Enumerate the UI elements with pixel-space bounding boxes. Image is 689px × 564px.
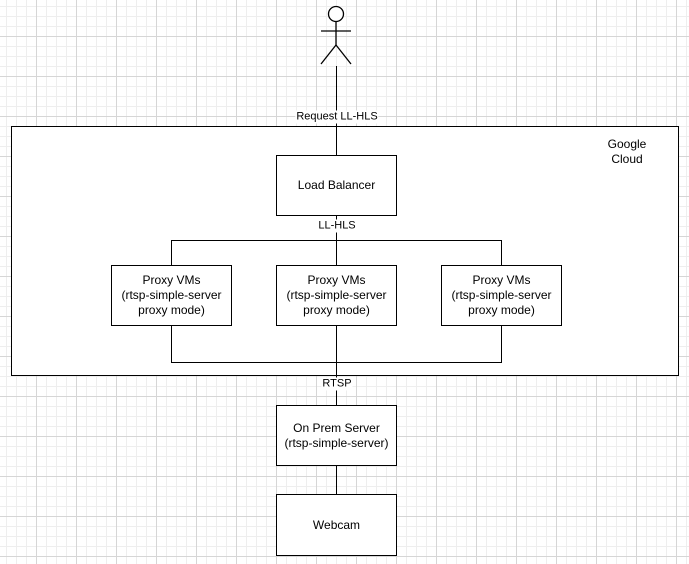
edge-label-rtsp: RTSP [321, 377, 353, 391]
proxy-vm-label-line2: (rtsp-simple-server [121, 288, 222, 302]
proxy-vm-node-right[interactable]: Proxy VMs (rtsp-simple-server proxy mode… [441, 265, 562, 326]
google-cloud-label-line1: Google Cloud [607, 137, 647, 166]
webcam-label: Webcam [312, 517, 361, 532]
on-prem-label-line1: On Prem Server [293, 420, 380, 435]
load-balancer-node[interactable]: Load Balancer [276, 155, 397, 216]
on-prem-label-line2: (rtsp-simple-server) [284, 435, 389, 450]
proxy-vm-node-middle[interactable]: Proxy VMs (rtsp-simple-server proxy mode… [276, 265, 397, 326]
load-balancer-label: Load Balancer [297, 178, 376, 192]
webcam-node[interactable]: Webcam [276, 494, 397, 556]
proxy-vm-node-left[interactable]: Proxy VMs (rtsp-simple-server proxy mode… [111, 265, 232, 326]
stick-figure-user-icon[interactable] [320, 5, 352, 65]
proxy-vm-label-line2: (rtsp-simple-server [286, 288, 387, 302]
proxy-vm-label-line1: Proxy VMs [307, 273, 366, 287]
proxy-vm-label-line3: proxy mode) [138, 303, 205, 317]
proxy-vm-label-line1: Proxy VMs [472, 273, 531, 287]
google-cloud-label: Google Cloud [597, 137, 657, 167]
edge-label-request: Request LL-HLS [295, 110, 379, 124]
proxy-vm-label-line3: proxy mode) [303, 303, 370, 317]
proxy-vm-label-line3: proxy mode) [468, 303, 535, 317]
edge-label-ll-hls: LL-HLS [317, 219, 357, 233]
on-prem-server-node[interactable]: On Prem Server (rtsp-simple-server) [276, 405, 397, 466]
proxy-vm-label-line2: (rtsp-simple-server [451, 288, 552, 302]
proxy-vm-label-line1: Proxy VMs [142, 273, 201, 287]
